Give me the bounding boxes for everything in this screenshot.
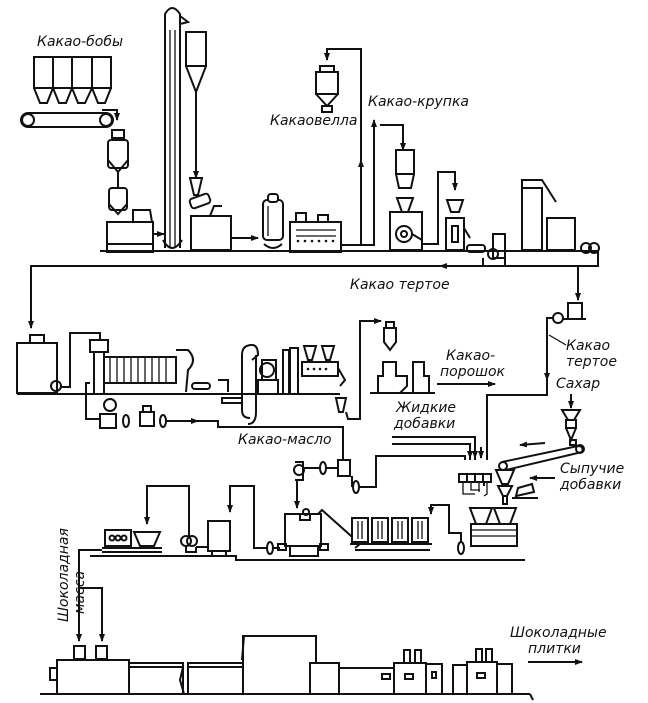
liquid-additives-feed: Жидкие добавки bbox=[392, 400, 484, 460]
label-dry-additives-1: Сыпучие bbox=[560, 461, 624, 477]
row-1-bean-processing: Какао-бобы Какаовелла Какао-крупка bbox=[20, 7, 600, 267]
label-cocoa-butter: Какао-масло bbox=[238, 432, 332, 448]
liquor-tank bbox=[16, 332, 101, 394]
cocoa-cake-breaker bbox=[241, 318, 382, 425]
crusher-winnower bbox=[262, 193, 342, 253]
belt-conveyor bbox=[20, 109, 120, 128]
cocoa-liquor-transfer-line: Какао тертое bbox=[28, 251, 599, 329]
sugar-conveyor bbox=[498, 441, 585, 471]
row-4-molding-line: Шоколадные плитки bbox=[40, 625, 607, 701]
mixer-dosing-block bbox=[458, 469, 538, 505]
sugar-feed: Сахар bbox=[556, 376, 600, 446]
row-3-conching bbox=[90, 469, 538, 561]
cocoa-butter-filter-line bbox=[85, 382, 344, 460]
cleaning-machine bbox=[106, 129, 165, 253]
nibs-hopper bbox=[380, 124, 415, 213]
label-sugar: Сахар bbox=[556, 376, 600, 392]
label-cocoa-shell: Какаовелла bbox=[270, 113, 357, 129]
wrapping-machine-2 bbox=[452, 648, 513, 695]
liquor-dosing-station: Какао тертое bbox=[486, 302, 617, 460]
label-chocolate-bars-2: плитки bbox=[528, 641, 581, 657]
vibration-conveyor bbox=[128, 662, 245, 695]
row-3-floor bbox=[90, 555, 525, 561]
cooling-chamber bbox=[241, 635, 340, 695]
label-cocoa-liquor-main: Какао тертое bbox=[350, 277, 450, 293]
tempering-machine bbox=[102, 529, 162, 553]
label-cocoa-liquor-side-1: Какао bbox=[566, 338, 610, 354]
label-chocolate-mass-2: масса bbox=[72, 571, 88, 614]
dry-additives-feed: Сыпучие добавки bbox=[529, 461, 624, 493]
wrapping-machine-1 bbox=[393, 649, 443, 695]
label-liquid-additives-2: добавки bbox=[393, 416, 455, 432]
bucket-elevator bbox=[162, 7, 191, 249]
intermediate-hopper bbox=[185, 31, 207, 179]
powder-mill bbox=[370, 361, 496, 394]
cocoa-shell-line bbox=[324, 48, 377, 246]
hydraulic-press bbox=[89, 339, 243, 404]
row-2-pressing: Какао- порошок bbox=[16, 318, 506, 460]
conche bbox=[277, 508, 329, 557]
liquor-melanger bbox=[521, 179, 600, 254]
demolding-unit bbox=[338, 667, 398, 695]
label-cocoa-liquor-side-2: тертое bbox=[566, 354, 617, 370]
bean-silos bbox=[33, 56, 112, 104]
label-chocolate-mass-1: Шоколадная bbox=[56, 528, 72, 622]
label-liquid-additives-1: Жидкие bbox=[395, 400, 456, 416]
mixers bbox=[468, 507, 518, 547]
cocoa-shell-cyclone bbox=[315, 65, 339, 113]
fine-mill bbox=[445, 199, 471, 251]
label-cocoa-beans: Какао-бобы bbox=[37, 34, 123, 50]
depositor bbox=[49, 645, 130, 695]
cocoa-mill bbox=[389, 171, 458, 251]
cocoa-butter-dosing: Какао-масло bbox=[238, 432, 466, 509]
label-cocoa-powder-1: Какао- bbox=[446, 348, 495, 364]
label-chocolate-bars-1: Шоколадные bbox=[510, 625, 607, 641]
label-cocoa-nibs: Какао-крупка bbox=[368, 94, 469, 110]
label-cocoa-powder-2: порошок bbox=[440, 364, 506, 380]
chocolate-mass-line: Шоколадная масса bbox=[56, 528, 105, 642]
powder-cyclone bbox=[383, 321, 397, 352]
refiner-rolls bbox=[317, 508, 432, 551]
roaster bbox=[188, 177, 259, 251]
label-dry-additives-2: добавки bbox=[559, 477, 621, 493]
storage-tank bbox=[196, 520, 231, 557]
